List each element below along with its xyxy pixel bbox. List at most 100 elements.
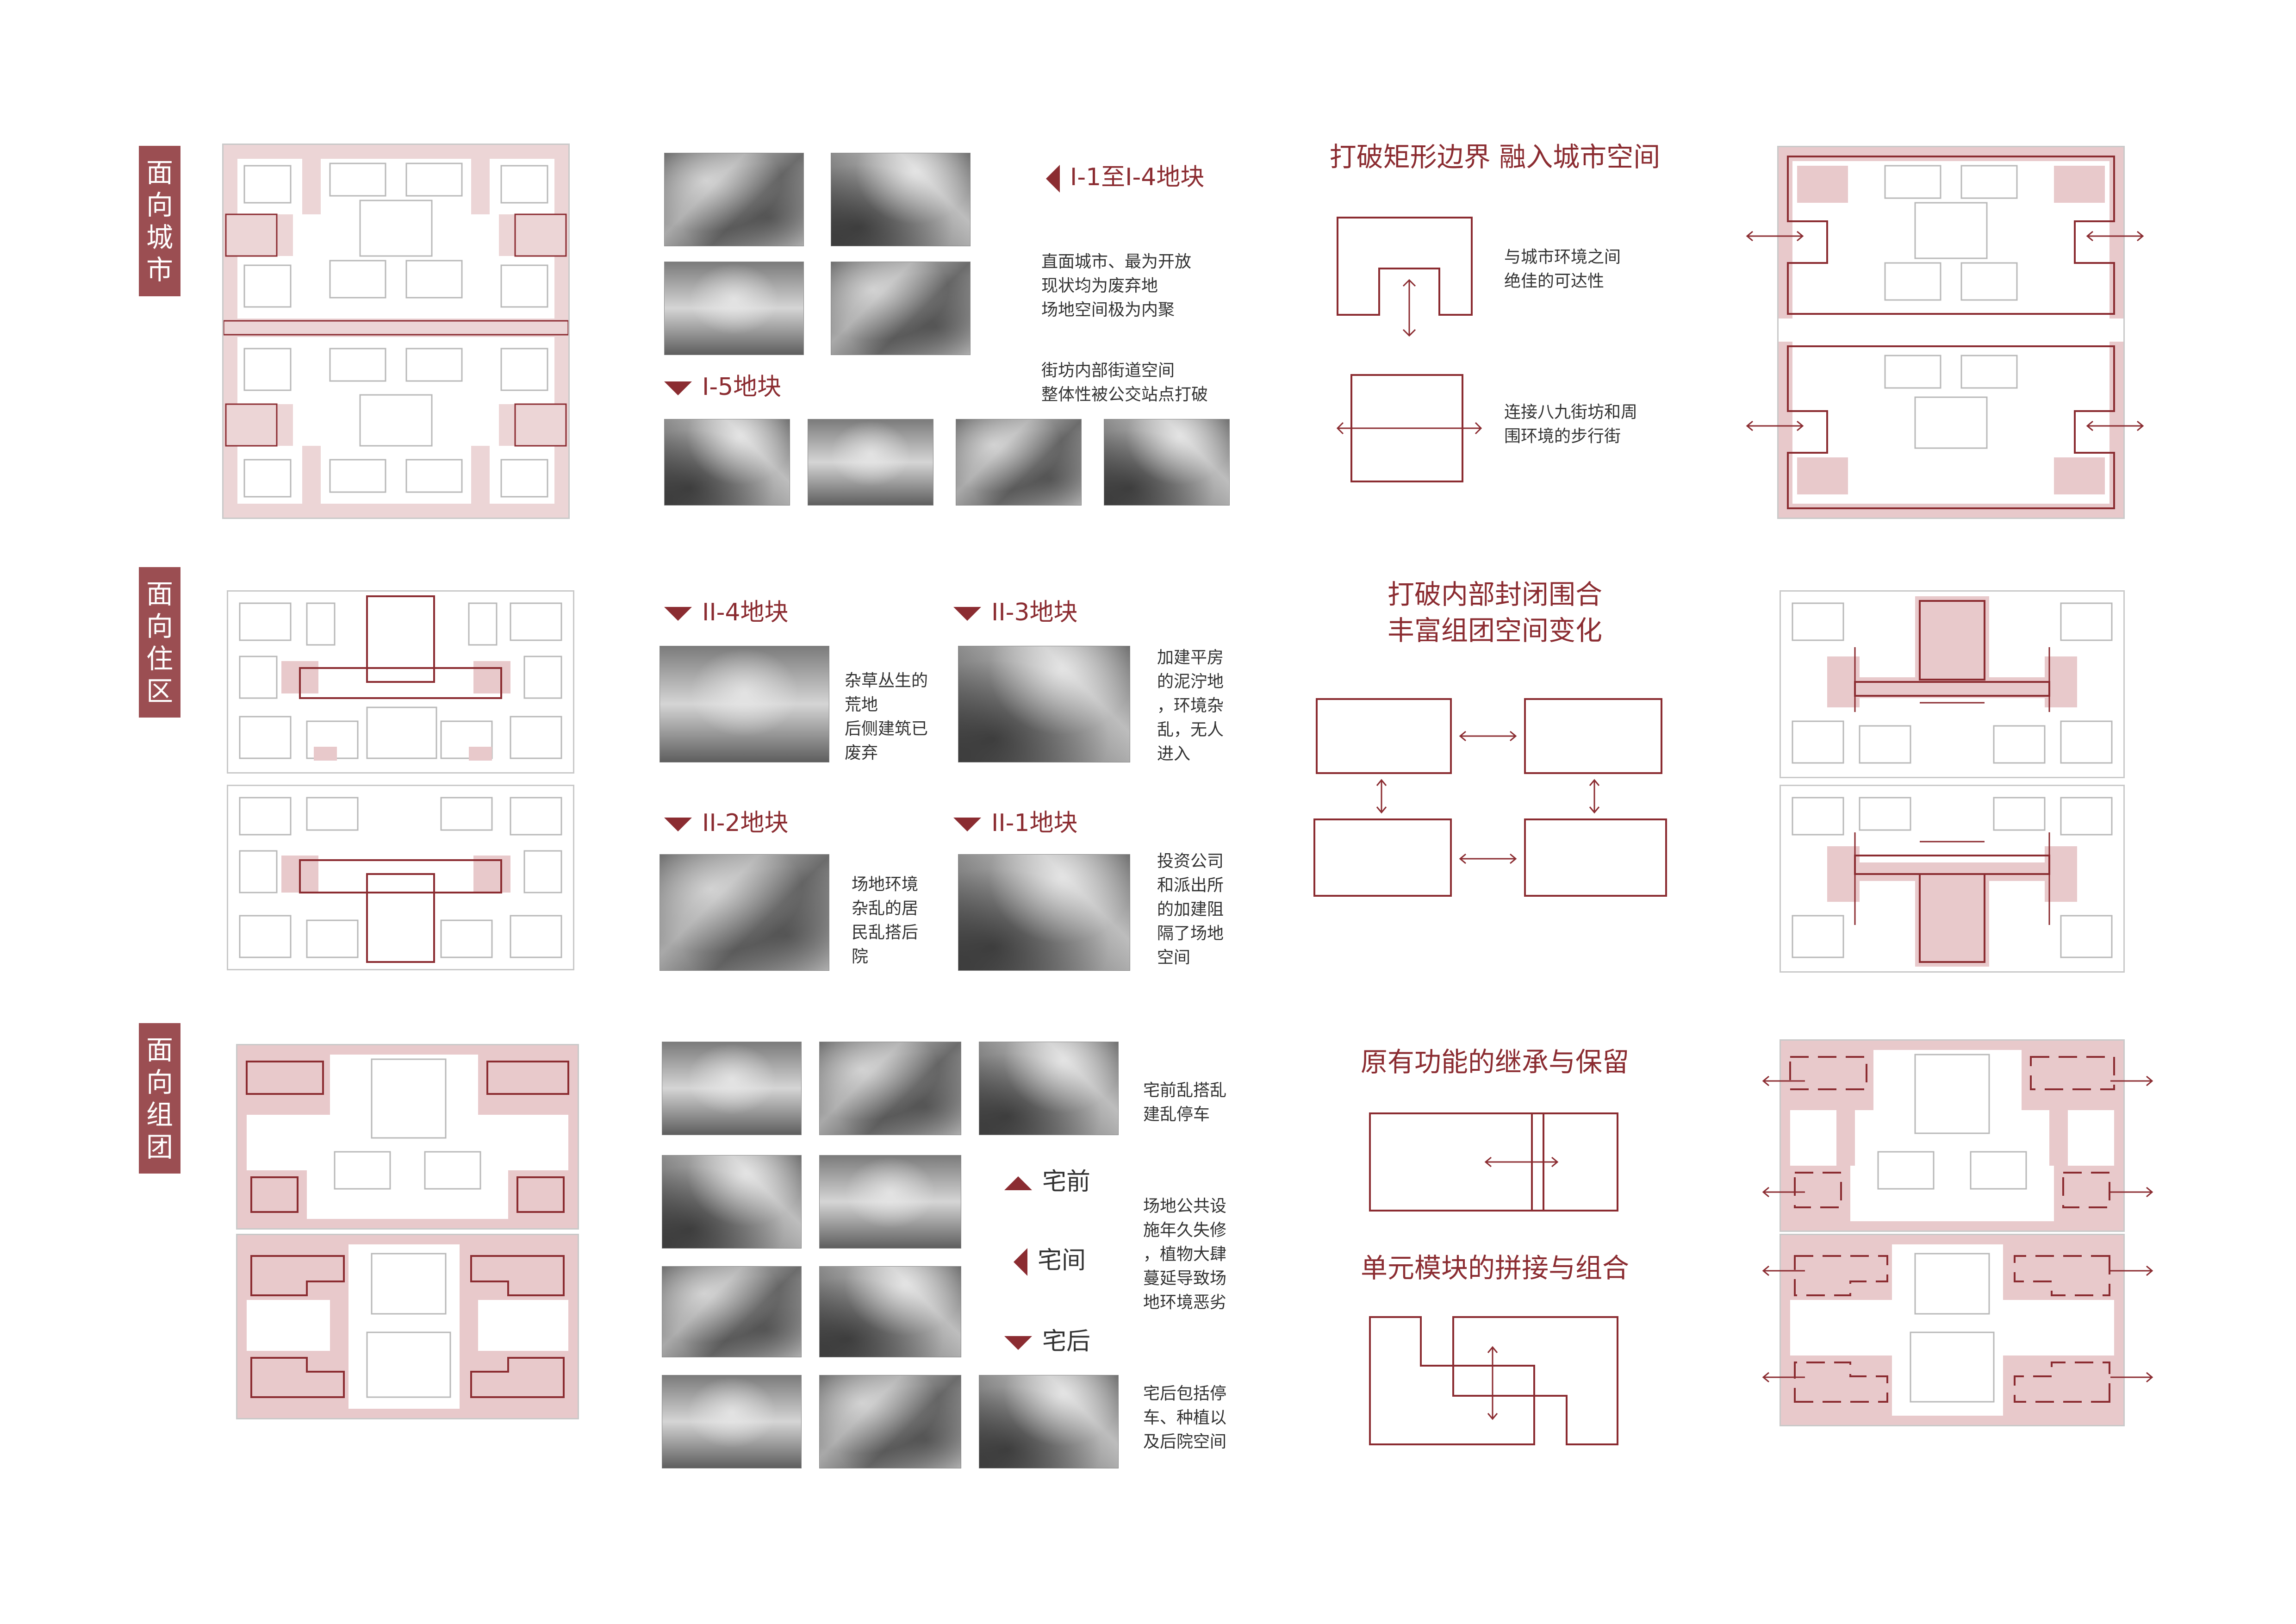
note-line: 投资公司 bbox=[1157, 852, 1224, 871]
heading-line: 单元模块的拼接与组合 bbox=[1360, 1252, 1629, 1284]
diagram-drawing bbox=[1336, 374, 1482, 482]
heading-line: 打破矩形边界 融入城市空间 bbox=[1329, 141, 1661, 173]
site-plan-cluster-existing-top bbox=[236, 1044, 579, 1230]
note-line: 后侧建筑已 bbox=[845, 719, 928, 738]
plan-drawing bbox=[1781, 1235, 2123, 1425]
note-line: 和派出所 bbox=[1157, 876, 1224, 895]
triangle-up-icon bbox=[1004, 1176, 1032, 1190]
row-tab-residential: 面 向 住 区 bbox=[139, 567, 180, 718]
triangle-down-icon bbox=[953, 607, 981, 621]
site-photo bbox=[664, 419, 790, 506]
triangle-left-icon bbox=[1046, 165, 1060, 193]
parcel-label-text: I-5地块 bbox=[702, 373, 782, 401]
tab-char: 区 bbox=[146, 675, 173, 707]
strategy-title: 单元模块的拼接与组合 bbox=[1319, 1250, 1671, 1286]
site-photo bbox=[660, 854, 829, 971]
note-line: 整体性被公交站点打破 bbox=[1041, 385, 1208, 404]
plan-drawing bbox=[237, 1045, 578, 1228]
note-line: 杂草丛生的 bbox=[845, 671, 928, 690]
plan-drawing bbox=[239, 595, 562, 761]
plan-drawing bbox=[1781, 1041, 2123, 1230]
parcel-label-text: II-2地块 bbox=[702, 809, 789, 837]
parcel-label-text: 宅后 bbox=[1042, 1328, 1091, 1355]
arrow-out-icon bbox=[1761, 1264, 1807, 1278]
note-line: 乱，无人 bbox=[1157, 720, 1224, 739]
site-photo bbox=[819, 1266, 961, 1357]
note-line: 绝佳的可达性 bbox=[1504, 272, 1605, 291]
parcel-label: I-5地块 bbox=[664, 367, 781, 402]
strategy-title: 原有功能的继承与保留 bbox=[1319, 1044, 1671, 1080]
description-note: 连接八九街坊和周 围环境的步行街 bbox=[1504, 400, 1637, 449]
site-photo bbox=[1104, 419, 1230, 506]
parcel-label-text: II-3地块 bbox=[991, 599, 1078, 626]
note-line: 的泥泞地 bbox=[1157, 672, 1224, 691]
site-plan-residential-existing-top bbox=[227, 590, 574, 774]
concept-diagram-inherit bbox=[1368, 1111, 1620, 1215]
site-plan-cluster-proposed-bottom bbox=[1780, 1234, 2125, 1426]
parcel-label-text: I-1至I-4地块 bbox=[1070, 163, 1205, 191]
arrow-out-icon bbox=[2085, 229, 2145, 243]
note-line: 施年久失修 bbox=[1143, 1221, 1227, 1240]
triangle-down-icon bbox=[1004, 1336, 1032, 1350]
triangle-down-icon bbox=[664, 818, 692, 831]
note-line: 车、种植以 bbox=[1143, 1408, 1227, 1427]
parcel-label: 宅后 bbox=[1004, 1322, 1090, 1356]
plan-drawing bbox=[1792, 596, 2113, 764]
concept-diagram-walkway bbox=[1333, 370, 1486, 486]
tab-char: 城 bbox=[146, 221, 173, 253]
arrow-out-icon bbox=[2108, 1074, 2154, 1088]
parcel-label-text: II-4地块 bbox=[702, 599, 789, 626]
concept-diagram-boundary bbox=[1333, 213, 1486, 343]
heading-line: 原有功能的继承与保留 bbox=[1360, 1046, 1629, 1078]
arrow-out-icon bbox=[2108, 1185, 2154, 1199]
arrow-out-icon bbox=[2108, 1370, 2154, 1384]
note-line: 加建平房 bbox=[1157, 648, 1224, 667]
row-tab-city: 面 向 城 市 bbox=[139, 146, 180, 296]
site-photo bbox=[979, 1375, 1119, 1468]
parcel-label: 宅前 bbox=[1004, 1162, 1090, 1197]
parcel-label: 宅间 bbox=[1014, 1241, 1086, 1276]
note-line: 连接八九街坊和周 bbox=[1504, 403, 1638, 422]
concept-diagram-splice bbox=[1368, 1315, 1620, 1447]
site-plan-residential-proposed-top bbox=[1780, 590, 2125, 778]
description-note: 宅后包括停 车、种植以 及后院空间 bbox=[1143, 1382, 1226, 1454]
tab-char: 面 bbox=[146, 156, 173, 188]
tab-char: 组 bbox=[146, 1099, 173, 1131]
arrow-out-icon bbox=[1761, 1370, 1807, 1384]
parcel-label-text: 宅间 bbox=[1038, 1247, 1086, 1274]
triangle-down-icon bbox=[664, 607, 692, 621]
parcel-label-text: 宅前 bbox=[1042, 1168, 1091, 1196]
tab-char: 住 bbox=[146, 643, 173, 675]
description-note: 宅前乱搭乱 建乱停车 bbox=[1143, 1079, 1226, 1127]
site-photo bbox=[662, 1375, 802, 1468]
note-line: 街坊内部街道空间 bbox=[1041, 361, 1175, 380]
tab-char: 向 bbox=[146, 1066, 173, 1098]
plan-drawing bbox=[239, 797, 562, 963]
note-line: ，环境杂 bbox=[1157, 696, 1224, 715]
concept-diagram-four-blocks bbox=[1312, 697, 1673, 900]
diagram-drawing bbox=[1337, 217, 1473, 337]
parcel-label: II-4地块 bbox=[664, 593, 789, 627]
note-line: 杂乱的居 bbox=[852, 899, 919, 918]
triangle-left-icon bbox=[1014, 1248, 1027, 1276]
tab-char: 面 bbox=[146, 578, 173, 610]
triangle-down-icon bbox=[953, 818, 981, 831]
site-photo bbox=[660, 646, 829, 762]
site-photo bbox=[662, 1042, 802, 1135]
tab-char: 向 bbox=[146, 189, 173, 221]
site-plan-residential-proposed-bottom bbox=[1780, 785, 2125, 973]
parcel-label-text: II-1地块 bbox=[991, 809, 1078, 837]
parcel-label: I-1至I-4地块 bbox=[1046, 157, 1204, 193]
heading-line: 打破内部封闭围合 bbox=[1387, 579, 1602, 610]
note-line: 直面城市、最为开放 bbox=[1041, 252, 1192, 271]
site-photo bbox=[958, 646, 1130, 762]
note-line: 建乱停车 bbox=[1143, 1105, 1210, 1124]
note-line: 宅前乱搭乱 bbox=[1143, 1081, 1227, 1100]
description-note: 投资公司 和派出所 的加建阻 隔了场地 空间 bbox=[1157, 849, 1224, 970]
description-note: 街坊内部街道空间 整体性被公交站点打破 bbox=[1041, 359, 1208, 407]
note-line: 宅后包括停 bbox=[1143, 1384, 1227, 1403]
note-line: 蔓延导致场 bbox=[1143, 1269, 1227, 1288]
tab-char: 向 bbox=[146, 610, 173, 642]
diagram-drawing bbox=[1369, 1316, 1618, 1445]
tab-char: 市 bbox=[146, 254, 173, 286]
